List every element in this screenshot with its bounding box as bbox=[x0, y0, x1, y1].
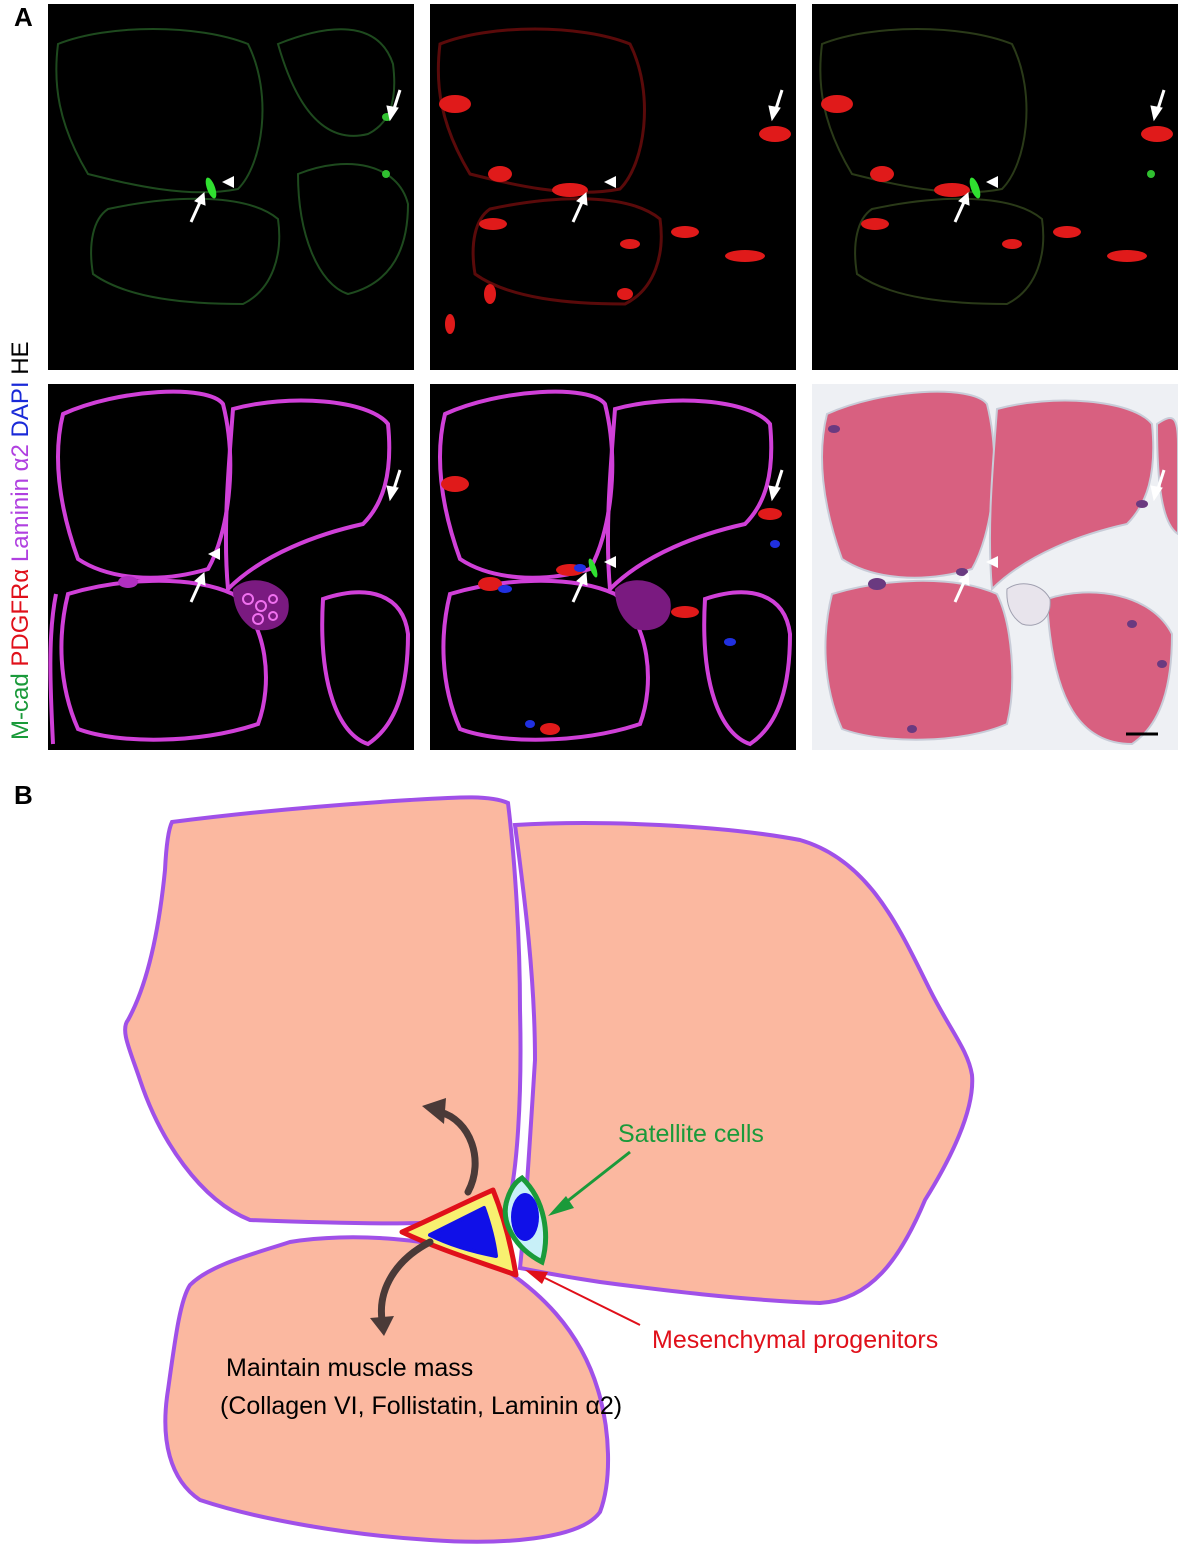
arrow-icon bbox=[189, 89, 402, 223]
stain-label-mcad: M-cad bbox=[7, 673, 32, 740]
micrograph-laminin bbox=[48, 384, 414, 750]
micrograph-mcad bbox=[48, 4, 414, 370]
schematic-diagram: Satellite cells Mesenchymal progenitors … bbox=[0, 780, 1181, 1553]
satellite-cell bbox=[502, 1174, 549, 1266]
micrograph-merge-mcad-pdgfra bbox=[812, 4, 1178, 370]
stain-legend: M-cad PDGFRα Laminin α2 DAPI HE bbox=[2, 0, 34, 750]
muscle-fiber-top-left bbox=[123, 795, 523, 1226]
arrow-icon bbox=[953, 89, 1166, 223]
stain-label-dapi: DAPI bbox=[7, 381, 32, 437]
stain-label-pdgfra: PDGFRα bbox=[7, 569, 32, 667]
stain-label-he: HE bbox=[7, 341, 32, 374]
micrograph-merge-dapi bbox=[430, 384, 796, 750]
micrograph-pdgfra bbox=[430, 4, 796, 370]
arrowhead-icon bbox=[986, 176, 998, 188]
arrowhead-icon bbox=[604, 556, 616, 568]
satellite-cells-label: Satellite cells bbox=[618, 1120, 764, 1148]
satellite-pointer-icon bbox=[548, 1150, 631, 1216]
arrowhead-icon bbox=[222, 176, 234, 188]
vessel-cluster bbox=[118, 576, 289, 631]
arrow-icon bbox=[953, 469, 1166, 603]
arrow-icon bbox=[571, 469, 784, 603]
panel-b-letter: B bbox=[14, 780, 33, 810]
mesenchymal-progenitor-cell bbox=[399, 1187, 519, 1278]
muscle-fiber-right bbox=[512, 821, 975, 1306]
mesenchymal-pointer-icon bbox=[525, 1270, 641, 1326]
svg-text:M-cad PDGFRα Laminin α2 DAPI H: M-cad PDGFRα Laminin α2 DAPI HE bbox=[7, 341, 32, 740]
arrow-icon bbox=[571, 89, 784, 223]
mesenchymal-progenitors-label: Mesenchymal progenitors bbox=[652, 1326, 938, 1354]
function-label-line2: (Collagen VI, Follistatin, Laminin α2) bbox=[220, 1392, 622, 1420]
arrowhead-icon bbox=[208, 548, 220, 560]
function-label-line1: Maintain muscle mass bbox=[226, 1354, 473, 1382]
satellite-cell-signal-1 bbox=[205, 177, 217, 199]
arrowhead-icon bbox=[986, 556, 998, 568]
panel-a-letter: A bbox=[14, 2, 33, 32]
micrograph-he bbox=[812, 384, 1178, 750]
arrowhead-icon bbox=[604, 176, 616, 188]
curved-arrow-icon bbox=[377, 1108, 479, 1324]
arrow-icon bbox=[189, 469, 402, 603]
stain-label-laminin: Laminin α2 bbox=[7, 444, 32, 562]
